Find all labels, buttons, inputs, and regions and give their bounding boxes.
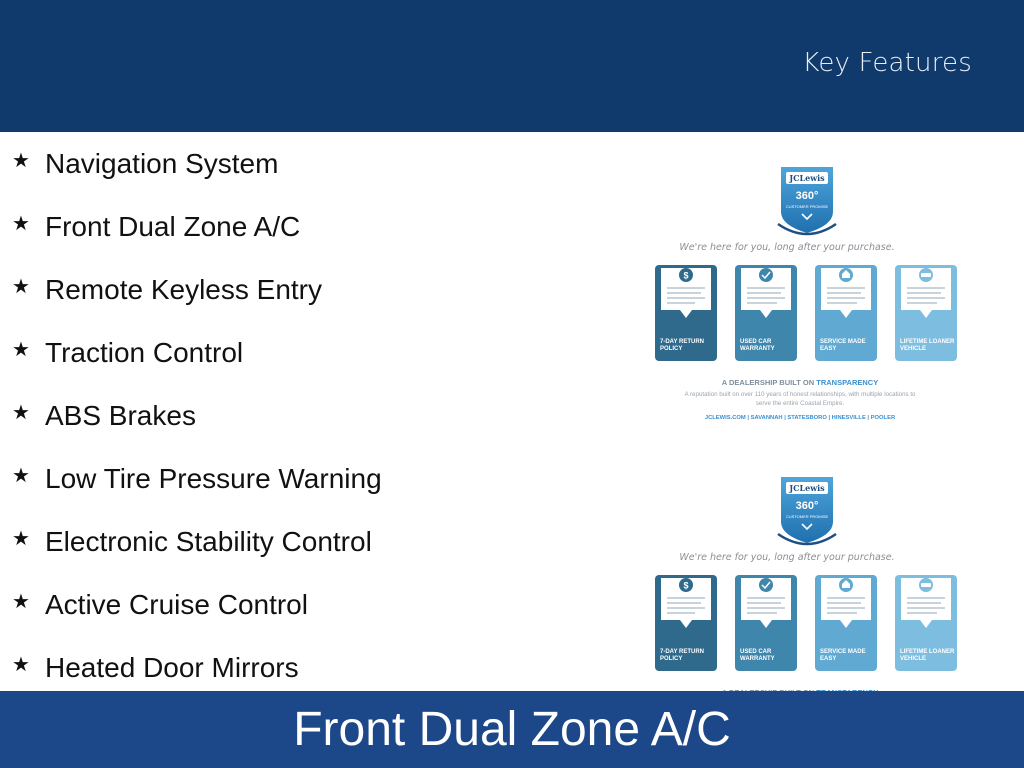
footer-heading: A DEALERSHIP BUILT ON TRANSPARENCY bbox=[722, 378, 878, 387]
feature-label: Front Dual Zone A/C bbox=[45, 211, 301, 242]
star-icon: ★ bbox=[12, 528, 30, 550]
promise-card: $ 7-DAY RETURN POLICY bbox=[655, 575, 717, 671]
feature-item: ★ Low Tire Pressure Warning bbox=[12, 459, 382, 499]
promise-card: $ 7-DAY RETURN POLICY bbox=[655, 265, 717, 361]
promise-card: SERVICE MADE EASY bbox=[815, 575, 877, 671]
footer-heading: A DEALERSHIP BUILT ON TRANSPARENCY bbox=[722, 688, 878, 691]
footer-line: A reputation built on over 110 years of … bbox=[684, 391, 916, 398]
feature-item: ★ Active Cruise Control bbox=[12, 585, 308, 625]
promise-card: LIFETIME LOANER VEHICLE bbox=[895, 575, 957, 671]
star-icon: ★ bbox=[12, 465, 30, 487]
promise-card: LIFETIME LOANER VEHICLE bbox=[895, 265, 957, 361]
footer-line: serve the entire Coastal Empire. bbox=[756, 400, 845, 407]
logo-number: 360° bbox=[796, 500, 819, 512]
feature-label: Low Tire Pressure Warning bbox=[45, 463, 382, 494]
star-icon: ★ bbox=[12, 654, 30, 676]
logo-number: 360° bbox=[796, 190, 819, 202]
feature-item: ★ Electronic Stability Control bbox=[12, 522, 372, 562]
svg-text:LIFETIME LOANER: LIFETIME LOANER bbox=[900, 649, 955, 655]
promise-card: USED CAR WARRANTY bbox=[735, 575, 797, 671]
star-icon: ★ bbox=[12, 402, 30, 424]
current-feature-caption: Front Dual Zone A/C bbox=[293, 702, 731, 756]
svg-text:EASY: EASY bbox=[820, 656, 836, 662]
svg-text:SERVICE MADE: SERVICE MADE bbox=[820, 339, 866, 345]
star-icon: ★ bbox=[12, 150, 30, 172]
feature-label: Remote Keyless Entry bbox=[45, 274, 322, 305]
svg-text:POLICY: POLICY bbox=[660, 346, 682, 352]
feature-item: ★ Navigation System bbox=[12, 144, 278, 184]
feature-item: ★ Remote Keyless Entry bbox=[12, 270, 322, 310]
svg-text:WARRANTY: WARRANTY bbox=[740, 656, 775, 662]
svg-text:SERVICE MADE: SERVICE MADE bbox=[820, 649, 866, 655]
logo-caption: CUSTOMER PROMISE bbox=[786, 514, 829, 519]
star-icon: ★ bbox=[12, 213, 30, 235]
promise-tagline: We're here for you, long after your purc… bbox=[679, 242, 894, 253]
promise-tagline: We're here for you, long after your purc… bbox=[679, 552, 894, 563]
badge-check-icon bbox=[759, 578, 773, 592]
feature-item: ★ Heated Door Mirrors bbox=[12, 648, 299, 688]
svg-text:$: $ bbox=[683, 581, 688, 591]
promise-graphic: JCLewis 360° CUSTOMER PROMISE We're here… bbox=[640, 470, 970, 691]
svg-text:$: $ bbox=[683, 271, 688, 281]
feature-list: ★ Navigation System ★ Front Dual Zone A/… bbox=[0, 132, 600, 690]
logo-brand: JCLewis bbox=[788, 173, 825, 183]
feature-label: Electronic Stability Control bbox=[45, 526, 372, 557]
logo-emblem: JCLewis 360° CUSTOMER PROMISE bbox=[777, 475, 837, 546]
feature-label: ABS Brakes bbox=[45, 400, 196, 431]
header-banner: Key Features bbox=[0, 0, 1024, 132]
svg-text:VEHICLE: VEHICLE bbox=[900, 346, 926, 352]
feature-label: Heated Door Mirrors bbox=[45, 652, 299, 683]
logo-caption: CUSTOMER PROMISE bbox=[786, 204, 829, 209]
svg-text:WARRANTY: WARRANTY bbox=[740, 346, 775, 352]
dollar-icon bbox=[679, 268, 693, 282]
feature-item: ★ Front Dual Zone A/C bbox=[12, 207, 300, 247]
svg-text:VEHICLE: VEHICLE bbox=[900, 656, 926, 662]
feature-label: Navigation System bbox=[45, 148, 279, 179]
page-title: Key Features bbox=[802, 48, 972, 78]
svg-text:7-DAY RETURN: 7-DAY RETURN bbox=[660, 649, 704, 655]
star-icon: ★ bbox=[12, 276, 30, 298]
footer-links: JCLEWIS.COM | SAVANNAH | STATESBORO | HI… bbox=[705, 415, 896, 421]
feature-item: ★ Traction Control bbox=[12, 333, 243, 373]
feature-label: Traction Control bbox=[45, 337, 244, 368]
badge-check-icon bbox=[759, 268, 773, 282]
svg-text:POLICY: POLICY bbox=[660, 656, 682, 662]
svg-text:7-DAY RETURN: 7-DAY RETURN bbox=[660, 339, 704, 345]
svg-text:EASY: EASY bbox=[820, 346, 836, 352]
star-icon: ★ bbox=[12, 339, 30, 361]
logo-emblem: JCLewis 360° CUSTOMER PROMISE bbox=[777, 165, 837, 236]
svg-text:USED CAR: USED CAR bbox=[740, 649, 772, 655]
promise-graphic: JCLewis 360° CUSTOMER PROMISE We're here… bbox=[640, 160, 970, 430]
feature-item: ★ ABS Brakes bbox=[12, 396, 196, 436]
feature-label: Active Cruise Control bbox=[45, 589, 308, 620]
logo-brand: JCLewis bbox=[788, 483, 825, 493]
svg-text:LIFETIME LOANER: LIFETIME LOANER bbox=[900, 339, 955, 345]
dollar-icon bbox=[679, 578, 693, 592]
promise-card: USED CAR WARRANTY bbox=[735, 265, 797, 361]
star-icon: ★ bbox=[12, 591, 30, 613]
svg-text:USED CAR: USED CAR bbox=[740, 339, 772, 345]
promise-card: SERVICE MADE EASY bbox=[815, 265, 877, 361]
caption-bar: Front Dual Zone A/C bbox=[0, 691, 1024, 768]
